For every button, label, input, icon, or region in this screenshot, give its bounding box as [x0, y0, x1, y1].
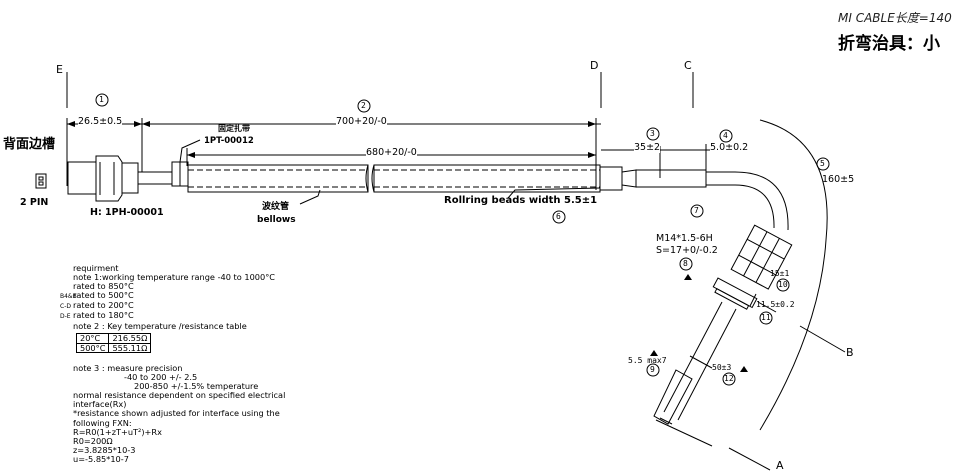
- table-cell: 20°C: [75, 333, 110, 344]
- beads-label: Rollring beads width 5.5±1: [444, 195, 598, 206]
- balloon-6: 6: [556, 212, 561, 221]
- balloon-4: 4: [723, 131, 728, 140]
- dim-5-0: 5.0±0.2: [710, 142, 749, 153]
- probe-shaft: [653, 301, 777, 447]
- balloon-2: 2: [361, 101, 366, 110]
- note-line: rated to 850°C: [73, 281, 134, 292]
- section-letter-b: B: [846, 346, 854, 359]
- section-letter-c: C: [684, 59, 692, 72]
- hex-nut: [730, 224, 793, 290]
- note-line: *resistance shown adjusted for interface…: [73, 408, 280, 419]
- table-cell: 555.11Ω: [108, 342, 152, 353]
- fixture-label: 折弯治具：小: [838, 34, 940, 54]
- note-line: R=R0(1+zT+uT²)+Rx: [73, 426, 162, 437]
- note-prefix: C-D: [60, 303, 71, 311]
- dim-5-5: 5.5 max7: [628, 356, 667, 365]
- note-line: z=3.8285*10-3: [73, 444, 136, 455]
- note-line: 200-850 +/-1.5% temperature: [134, 381, 259, 392]
- note-line: following FXN:: [73, 417, 132, 428]
- table-cell: 216.55Ω: [108, 333, 152, 344]
- table-row: 20°C 216.55Ω: [75, 333, 152, 344]
- note-line: -40 to 200 +/- 2.5: [124, 372, 198, 383]
- section-letter-a: A: [776, 459, 784, 472]
- note-line: rated to 200°C: [73, 300, 134, 311]
- note-line: note 2 : Key temperature /resistance tab…: [73, 320, 247, 331]
- temperature-resistance-table: 20°C 216.55Ω 500°C 555.11Ω: [75, 333, 152, 353]
- probe-tube: [599, 119, 828, 431]
- notes-block: requirment note 1:working temperature ra…: [60, 263, 276, 331]
- dim-35: 35±2: [634, 142, 661, 153]
- bellows: [187, 164, 601, 193]
- balloon-10: 10: [778, 280, 788, 289]
- note-line: interface(Rx): [73, 399, 127, 410]
- connector-housing: [67, 155, 139, 202]
- balloon-12: 12: [724, 374, 734, 383]
- note-line: R0=200Ω: [73, 435, 113, 446]
- balloon-circles: [95, 93, 830, 386]
- balloon-11: 11: [761, 313, 771, 322]
- dim-11-5: 11.5±0.2: [756, 300, 795, 309]
- notes-block-2: note 3 : measure precision -40 to 200 +/…: [60, 363, 286, 464]
- table-cell: 500°C: [75, 342, 110, 353]
- balloon-8: 8: [683, 259, 688, 268]
- pin-count-label: 2 PIN: [20, 197, 49, 208]
- section-line-b: [799, 325, 846, 353]
- note-line: requirment: [73, 263, 119, 273]
- pin-icon: [35, 173, 47, 189]
- dim-15: 15±1: [770, 269, 790, 278]
- section-letter-e: E: [56, 63, 63, 76]
- note-line: rated to 180°C: [73, 310, 134, 321]
- balloon-7: 7: [694, 206, 699, 215]
- bellows-label-en: bellows: [257, 215, 296, 225]
- table-row: 500°C 555.11Ω: [75, 342, 152, 353]
- dim-160: 160±5: [822, 174, 855, 185]
- balloon-9: 9: [650, 365, 655, 374]
- note-prefix: D-E: [60, 313, 71, 321]
- note-prefix: B4&B: [60, 293, 77, 301]
- note-line: normal resistance dependent on specified…: [73, 390, 286, 401]
- balloon-5: 5: [820, 159, 825, 168]
- housing-part-label: H: 1PH-00001: [90, 207, 164, 218]
- s-dim-label: S=17+0/-0.2: [656, 245, 718, 256]
- bellows-label-cn: 波纹管: [262, 202, 290, 212]
- cable-length-label: MI CABLE长度=140: [838, 11, 952, 25]
- note-line: rated to 500°C: [73, 290, 134, 301]
- thread-label: M14*1.5-6H: [656, 233, 713, 244]
- tie-label-cn: 固定扎带: [218, 124, 250, 133]
- section-letter-d: D: [590, 59, 599, 72]
- balloon-3: 3: [650, 129, 655, 138]
- section-line-a: [728, 447, 771, 471]
- side-groove-label: 背面边槽: [3, 137, 56, 152]
- dim-700: 700+20/-0: [336, 116, 387, 127]
- dim-26-5: 26.5±0.5: [78, 116, 123, 127]
- note-line: note 1:working temperature range -40 to …: [73, 272, 276, 283]
- dim-50: 50±3: [712, 363, 732, 372]
- note-line: u=-5.85*10-7: [73, 453, 129, 464]
- balloon-1: 1: [99, 95, 104, 104]
- dim-680: 680+20/-0: [366, 147, 417, 158]
- note-line: note 3 : measure precision: [73, 363, 183, 373]
- tie-part-number: 1PT-00012: [204, 136, 254, 146]
